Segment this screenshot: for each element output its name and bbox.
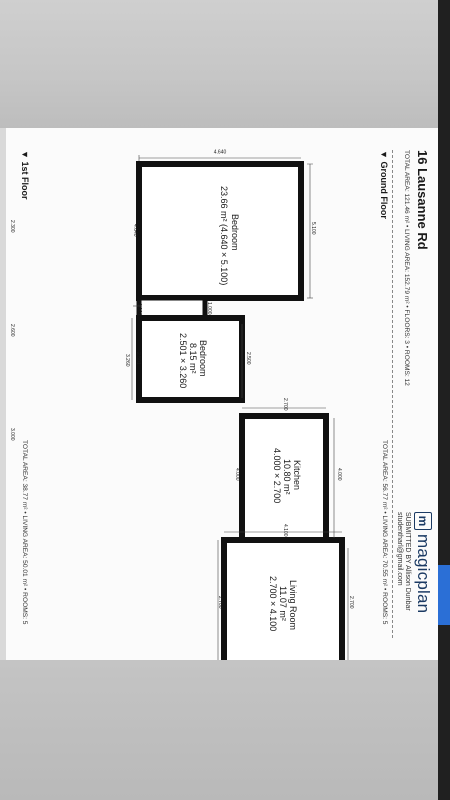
room-label-bedroom-large: Bedroom	[230, 214, 240, 251]
floor-plan-document: 16 Lausanne Rd TOTAL AREA: 121.46 m² • L…	[6, 128, 438, 660]
dim-label: 4.640	[132, 224, 138, 237]
dim-label: 1.001	[136, 303, 142, 316]
dim-label: 2.600	[9, 324, 15, 337]
dim-label: 2.300	[9, 220, 15, 233]
dim-label: 2.501	[135, 352, 141, 365]
dim-label: 2.700	[282, 398, 288, 411]
dim-label: 4.640	[213, 149, 227, 156]
room-label-bedroom-small: Bedroom	[198, 340, 208, 377]
dim-label: 5.100	[310, 222, 316, 235]
dim-label: 4.000	[336, 468, 342, 481]
room-walls	[136, 161, 304, 301]
room-living-room[interactable]	[221, 537, 345, 660]
screen-bezel-right	[438, 0, 450, 800]
room-walls	[221, 537, 345, 660]
dim-label: 4.000	[234, 468, 240, 481]
floor-plan-sheet: 16 Lausanne Rd TOTAL AREA: 121.46 m² • L…	[6, 128, 438, 660]
room-area-bedroom-small: 8.15 m²	[188, 343, 198, 374]
room-size-kitchen: 4.000 × 2.700	[272, 448, 282, 504]
floor-plan-drawing	[131, 155, 349, 660]
room-size-bedroom-small: 2.501 × 3.260	[178, 333, 188, 389]
photo-background-top	[0, 0, 450, 128]
dim-label: 3.000	[9, 428, 15, 441]
room-area-bedroom-large: 23.66 m² (4.640 × 5.100)	[219, 186, 229, 286]
screen-bezel-left	[0, 128, 6, 660]
dim-label: 2.700	[348, 596, 354, 609]
photo-background-bottom	[0, 660, 450, 800]
dim-label: 4.100	[282, 524, 288, 537]
room-label-living-room: Living Room	[288, 580, 298, 631]
room-label-kitchen: Kitchen	[292, 460, 302, 491]
scrollbar-thumb[interactable]	[438, 565, 450, 625]
dim-label: 3.260	[124, 354, 130, 367]
dim-label: 2.700	[217, 596, 223, 609]
dim-label: 2.500	[245, 352, 251, 365]
dim-label: 1.000	[206, 302, 212, 315]
room-size-living-room: 2.700 × 4.100	[268, 576, 278, 632]
room-area-kitchen: 10.80 m²	[282, 459, 292, 495]
room-area-living-room: 11.07 m²	[278, 586, 288, 621]
room-bedroom-large[interactable]	[136, 161, 304, 301]
dimension-lines	[131, 155, 349, 660]
